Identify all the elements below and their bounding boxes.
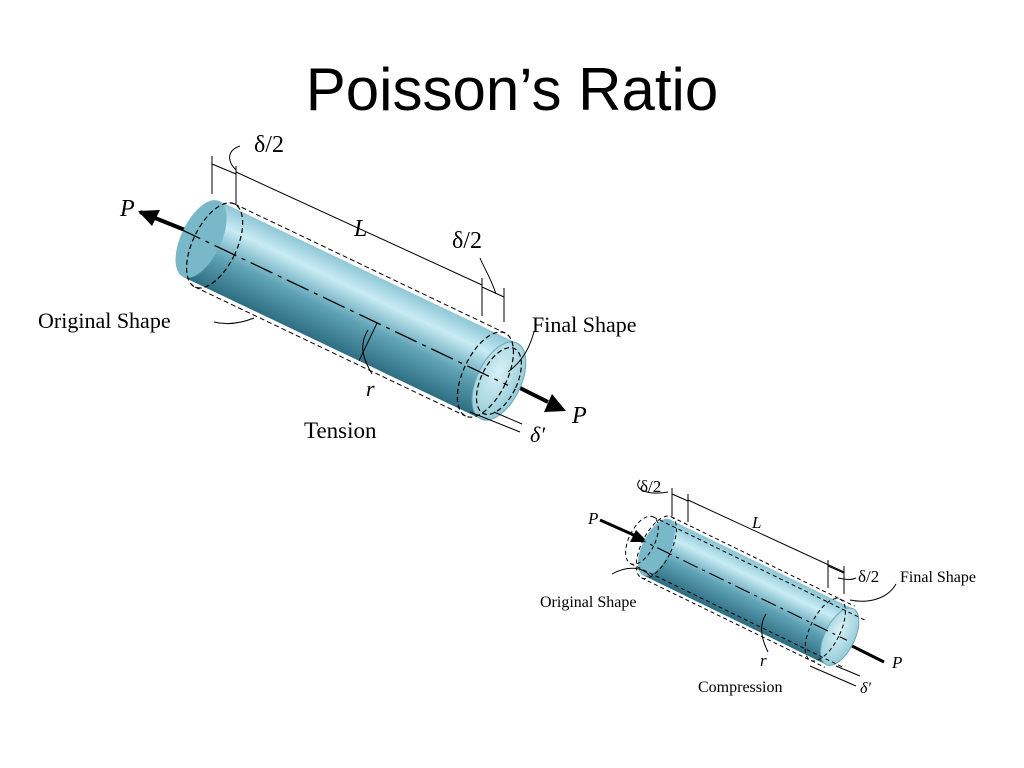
compression-right-force-label: P: [891, 653, 902, 672]
tension-original-shape-label: Original Shape: [38, 308, 171, 333]
compression-right-force-arrow: [845, 641, 885, 664]
tension-left-arrowhead-icon: [138, 210, 160, 226]
tension-length-dimension: [235, 171, 483, 286]
compression-final-shape-outline: [804, 597, 846, 662]
tension-final-shape-label: Final Shape: [532, 312, 637, 337]
tension-length-label: L: [353, 216, 367, 242]
compression-length-label: L: [751, 513, 761, 532]
compression-left-force-label: P: [587, 509, 598, 528]
compression-original-shape-label: Original Shape: [540, 594, 636, 611]
tension-lateral-label: δ′: [530, 422, 546, 447]
tension-figure: P P δ/2 δ/2 L Original Shape Final Shape…: [38, 132, 637, 447]
tension-right-force-label: P: [571, 403, 587, 429]
compression-cylinder: [625, 515, 866, 668]
slide-title: Poisson’s Ratio: [305, 56, 719, 123]
compression-length-dimension: [687, 499, 845, 573]
compression-left-arrowhead-icon: [630, 530, 648, 542]
compression-left-force-arrow: [599, 518, 637, 538]
tension-final-shape-outline: [475, 347, 522, 416]
compression-elongation-left-label: δ/2: [640, 477, 661, 496]
compression-final-shape-label: Final Shape: [900, 569, 976, 586]
tension-cylinder: [175, 200, 527, 421]
tension-radius-label: r: [366, 376, 375, 401]
tension-right-arrowhead-icon: [544, 394, 566, 412]
tension-left-force-label: P: [119, 196, 135, 222]
compression-radius-label: r: [760, 651, 767, 670]
tension-elongation-right-label: δ/2: [452, 228, 482, 254]
compression-caption: Compression: [698, 679, 782, 696]
compression-elongation-right-label: δ/2: [858, 567, 879, 586]
tension-elongation-left-label: δ/2: [254, 132, 284, 158]
tension-caption: Tension: [304, 418, 377, 443]
tension-cylinder-back-end: [175, 200, 227, 278]
compression-figure: P P δ/2 δ/2 L Original Shape Final Shape…: [540, 477, 976, 697]
compression-lateral-label: δ′: [860, 680, 871, 697]
